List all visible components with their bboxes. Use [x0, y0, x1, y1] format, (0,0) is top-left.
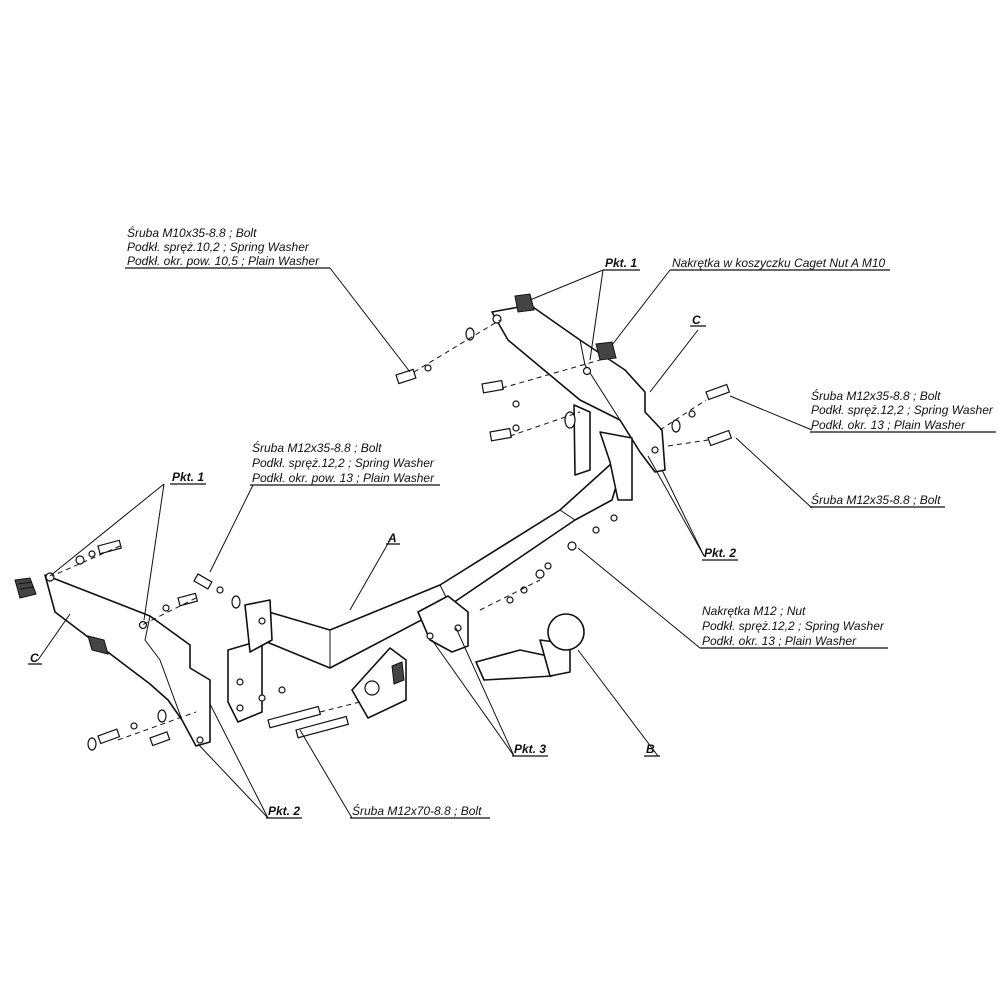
- part-b-label: B: [646, 742, 655, 756]
- part-a-label: A: [387, 531, 397, 545]
- pkt1-label-left: Pkt. 1: [172, 470, 204, 484]
- label-underlines: [28, 267, 996, 819]
- svg-text:Śruba M12x35-8.8 ; Bolt: Śruba M12x35-8.8 ; Bolt: [811, 388, 941, 403]
- callout-bolt-m10: Śruba M10x35-8.8 ; Bolt Podkł. spręż.10,…: [127, 225, 320, 268]
- nuts-center: [506, 514, 618, 604]
- leader-lines: [37, 267, 813, 819]
- right-cage-nut-top: [514, 293, 535, 313]
- pkt2-label-right: Pkt. 2: [704, 546, 736, 560]
- svg-text:Podkł. okr. 13 ; Plain Washer: Podkł. okr. 13 ; Plain Washer: [702, 634, 857, 648]
- pkt3-label: Pkt. 3: [514, 742, 546, 756]
- pkt2-label-left: Pkt. 2: [268, 804, 300, 818]
- left-side-bracket: [44, 572, 211, 747]
- bolts-m12x70: [258, 686, 350, 739]
- part-c-label-left: C: [30, 651, 39, 665]
- svg-text:Podkł. spręż.10,2 ; Spring Was: Podkł. spręż.10,2 ; Spring Washer: [127, 240, 310, 254]
- svg-text:Śruba M12x35-8.8 ; Bolt: Śruba M12x35-8.8 ; Bolt: [252, 440, 382, 455]
- svg-text:Śruba M10x35-8.8 ; Bolt: Śruba M10x35-8.8 ; Bolt: [127, 225, 257, 240]
- bolt-m10-upper: [395, 327, 475, 385]
- svg-text:Podkł. spręż.12,2 ; Spring Was: Podkł. spręż.12,2 ; Spring Washer: [702, 619, 885, 633]
- tow-ball: [475, 613, 585, 681]
- right-side-bracket: [491, 304, 666, 473]
- svg-text:Podkł. okr. 13 ; Plain Washer: Podkł. okr. 13 ; Plain Washer: [811, 418, 966, 432]
- ball-mount-plate: [417, 595, 469, 653]
- left-cage-nut: [14, 577, 37, 599]
- part-c-label-right: C: [692, 313, 701, 327]
- svg-text:Nakrętka M12 ; Nut: Nakrętka M12 ; Nut: [702, 604, 806, 618]
- right-cage-nut: [595, 341, 617, 361]
- callout-bolt-m12-left: Śruba M12x35-8.8 ; Bolt Podkł. spręż.12,…: [252, 440, 435, 485]
- bolts-left-group: [75, 539, 241, 751]
- callout-bolt-m12x70: Śruba M12x70-8.8 ; Bolt: [352, 803, 482, 818]
- main-crossbar: [227, 404, 633, 723]
- bolts-right-group: [481, 379, 733, 447]
- callout-cage-nut: Nakrętka w koszyczku Caget Nut A M10: [672, 256, 886, 270]
- callout-bolt-m12-right: Śruba M12x35-8.8 ; Bolt Podkł. spręż.12,…: [811, 388, 994, 432]
- svg-text:Podkł. okr. pow. 13 ; Plain Wa: Podkł. okr. pow. 13 ; Plain Washer: [252, 471, 435, 485]
- callout-nut-m12: Nakrętka M12 ; Nut Podkł. spręż.12,2 ; S…: [702, 604, 885, 648]
- svg-text:Podkł. spręż.12,2 ; Spring Was: Podkł. spręż.12,2 ; Spring Washer: [811, 403, 994, 417]
- callout-bolt-m12-single: Śruba M12x35-8.8 ; Bolt: [811, 492, 941, 507]
- left-cage-nut-lower: [87, 635, 109, 655]
- socket-bracket: [351, 647, 407, 719]
- assembly-lines: [51, 319, 709, 741]
- svg-text:Podkł. spręż.12,2 ; Spring Was: Podkł. spręż.12,2 ; Spring Washer: [252, 456, 435, 470]
- svg-text:Podkł. okr. pow. 10,5 ; Plain: Podkł. okr. pow. 10,5 ; Plain Washer: [127, 254, 320, 268]
- pkt1-label-right: Pkt. 1: [605, 256, 637, 270]
